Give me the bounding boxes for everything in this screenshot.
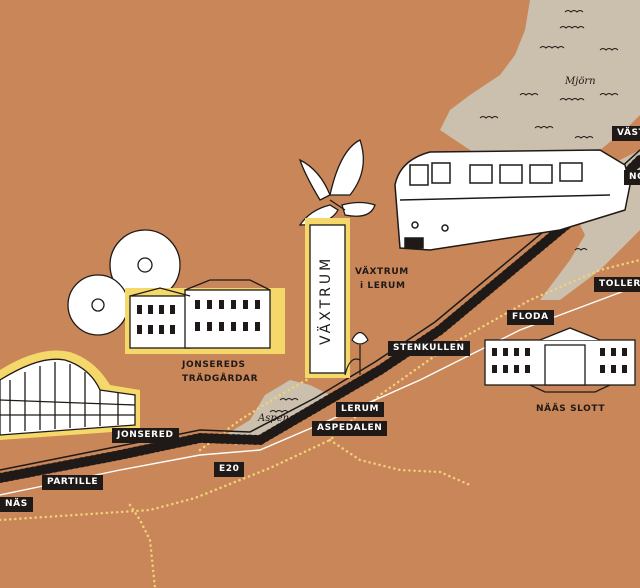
tulip-illustration [344,331,369,376]
station-label-partille: PARTILLE [42,475,104,490]
lake-label-mjorn: Mjörn [565,76,596,87]
poi-label-tradgardar: TRÄDGÅRDAR [182,374,259,384]
lake-label-aspen: Aspen [258,413,290,424]
station-label-tollered: TOLLER [594,277,640,292]
train-illustration [394,149,631,251]
vaxtrum-sign-text: VÄXTRUM [318,255,334,345]
station-label-norr: NO [624,170,640,185]
station-label-floda: FLODA [507,310,554,325]
road-label-e20: E20 [214,462,245,477]
station-label-lerum: LERUM [336,402,385,417]
station-label-stenkullen: STENKULLEN [388,341,470,356]
naas-slott-illustration [484,327,636,393]
flower-illustration [67,229,181,336]
lake-mjorn [440,0,640,185]
butterfly-illustration [298,139,376,226]
poi-label-naas-slott: NÄÄS SLOTT [536,404,606,414]
poi-label-vaxtrum: VÄXTRUM [355,267,409,277]
station-label-aspedalen: ASPEDALEN [312,421,388,436]
station-label-jonsered: JONSERED [112,428,179,443]
poi-label-jonsereds: JONSEREDS [182,360,246,370]
poi-label-i-lerum: i LERUM [360,281,406,291]
station-label-vastra: VÄST [612,126,640,141]
lake-aspen [225,380,330,445]
greenhouse-illustration [0,350,140,440]
vaxtrum-sign [305,218,350,378]
mansion-illustration [125,279,285,354]
station-label-naas-left: NÄS [0,497,33,512]
road-e20 [0,284,640,496]
